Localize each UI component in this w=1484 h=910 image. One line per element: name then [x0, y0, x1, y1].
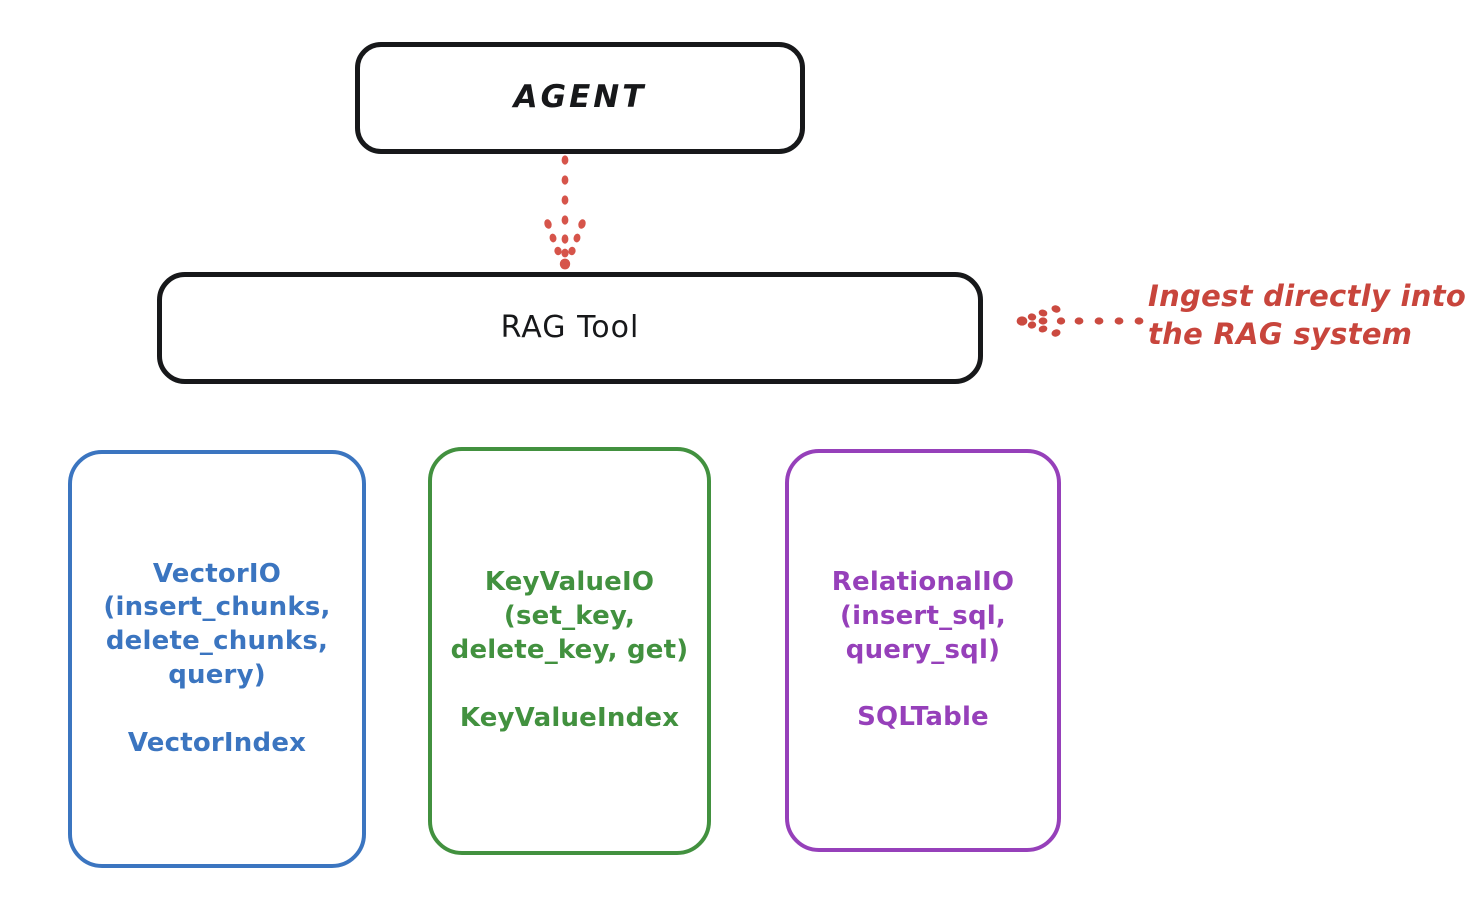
card-key-value-io[interactable]: KeyValueIO (set_key, delete_key, get) Ke… [428, 447, 711, 855]
node-rag-tool[interactable]: RAG Tool [157, 272, 983, 384]
node-agent-label: AGENT [513, 79, 647, 116]
dotted-arrow-left-icon [1016, 305, 1144, 337]
card-vector-io-api: VectorIO (insert_chunks, delete_chunks, … [103, 558, 331, 690]
node-agent[interactable]: AGENT [355, 42, 805, 154]
dotted-arrow-down-icon [544, 155, 586, 270]
card-key-value-io-index: KeyValueIndex [459, 702, 680, 733]
card-relational-io[interactable]: RelationalIO (insert_sql, query_sql) SQL… [785, 449, 1061, 852]
card-relational-io-api: RelationalIO (insert_sql, query_sql) [831, 566, 1015, 665]
annotation-ingest: Ingest directly into the RAG system [1148, 279, 1467, 351]
card-vector-io-index: VectorIndex [127, 727, 307, 758]
card-key-value-io-api: KeyValueIO (set_key, delete_key, get) [450, 567, 689, 665]
card-relational-io-index: SQLTable [857, 702, 989, 733]
card-vector-io[interactable]: VectorIO (insert_chunks, delete_chunks, … [68, 450, 366, 868]
node-rag-tool-label: RAG Tool [500, 309, 640, 345]
